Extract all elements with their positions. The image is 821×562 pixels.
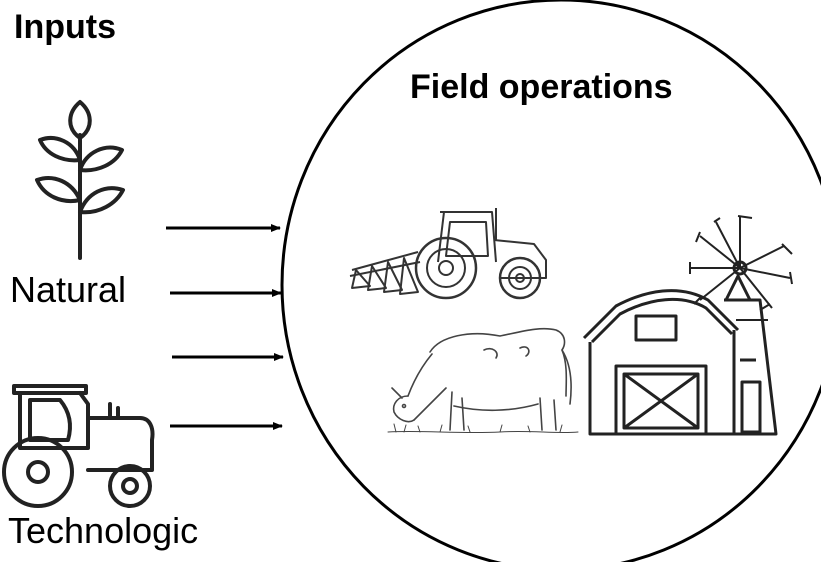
input-arrows — [166, 224, 284, 430]
inputs-title: Inputs — [14, 8, 116, 46]
plow-tractor-icon — [349, 208, 547, 300]
plant-sprout-icon — [35, 100, 125, 260]
technologic-label: Technologic — [8, 510, 199, 551]
tractor-icon — [2, 384, 155, 508]
grazing-cow-icon — [387, 327, 579, 434]
field-operations-circle — [280, 0, 821, 562]
barn-windmill-icon — [582, 215, 793, 436]
field-operations-title: Field operations — [410, 68, 673, 106]
natural-label: Natural — [10, 269, 127, 310]
